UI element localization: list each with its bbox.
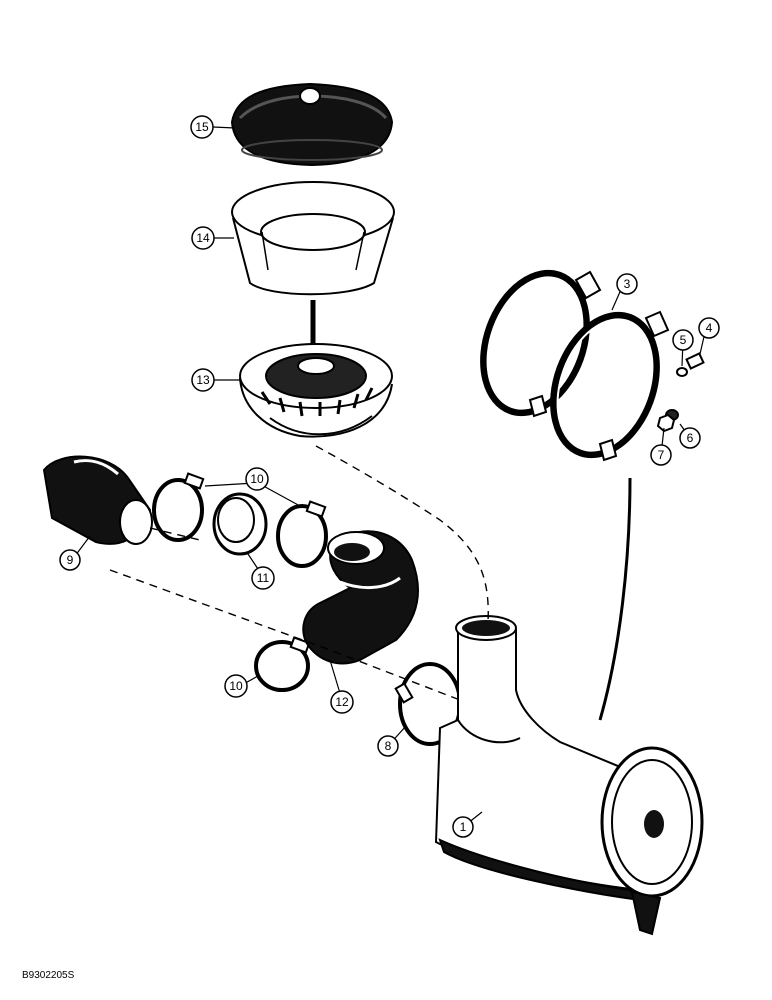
intake-hose — [42, 455, 153, 545]
svg-text:12: 12 — [335, 695, 349, 709]
svg-text:15: 15 — [195, 120, 209, 134]
callout-10-upper: 10 — [245, 467, 269, 491]
svg-text:13: 13 — [196, 373, 210, 387]
callout-8: 8 — [377, 735, 399, 757]
svg-text:8: 8 — [385, 739, 392, 753]
band-mount-line — [598, 477, 632, 721]
callout-5: 5 — [672, 329, 694, 351]
svg-text:14: 14 — [196, 231, 210, 245]
callout-7: 7 — [650, 444, 672, 466]
precleaner-bowl — [231, 181, 395, 296]
callout-12: 12 — [330, 690, 354, 714]
svg-text:4: 4 — [706, 321, 713, 335]
callout-11: 11 — [251, 566, 275, 590]
callout-3: 3 — [616, 273, 638, 295]
callout-9: 9 — [59, 549, 81, 571]
connector — [212, 492, 268, 556]
svg-text:1: 1 — [460, 820, 467, 834]
callout-4: 4 — [698, 317, 720, 339]
precleaner-cap — [230, 82, 394, 167]
mounting-bands — [480, 269, 670, 462]
assembly-line-base-to-body — [315, 445, 489, 623]
callout-14: 14 — [191, 226, 215, 250]
callout-15: 15 — [190, 115, 214, 139]
svg-text:9: 9 — [67, 553, 74, 567]
air-cleaner-body — [434, 615, 704, 936]
svg-text:3: 3 — [624, 277, 631, 291]
fasteners — [656, 352, 705, 433]
elbow-hose — [302, 530, 419, 665]
svg-text:5: 5 — [680, 333, 687, 347]
assembly-line-hose-to-body — [109, 569, 461, 701]
svg-text:10: 10 — [250, 472, 264, 486]
svg-text:10: 10 — [229, 679, 243, 693]
figure-code: B9302205S — [22, 970, 75, 981]
callout-13: 13 — [191, 368, 215, 392]
callout-10-lower: 10 — [224, 674, 248, 698]
callout-1: 1 — [452, 816, 474, 838]
svg-text:6: 6 — [687, 431, 694, 445]
svg-text:11: 11 — [257, 571, 270, 585]
svg-text:7: 7 — [658, 448, 665, 462]
hose-clamps — [152, 472, 328, 692]
callout-6: 6 — [679, 427, 701, 449]
precleaner-base — [239, 300, 393, 438]
assembly-line-hose-to-clamp — [149, 527, 201, 541]
